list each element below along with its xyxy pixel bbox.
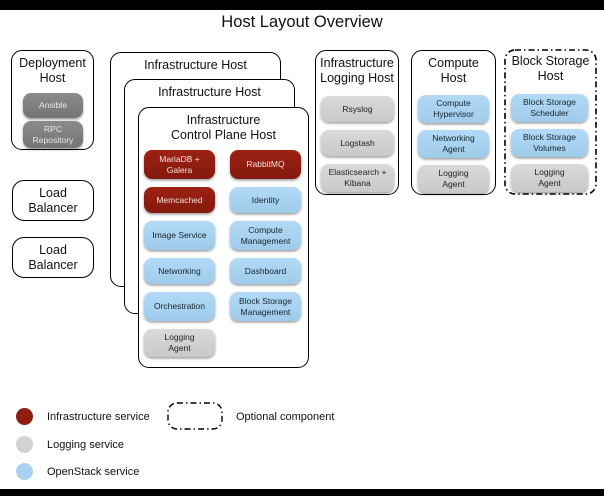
legend-label: Infrastructure service — [47, 410, 150, 423]
deployment-host-title: Deployment Host — [19, 56, 86, 85]
top-border-bar — [0, 0, 604, 10]
service-logging-agent: Logging Agent — [144, 329, 215, 357]
service-orchestration: Orchestration — [144, 292, 215, 321]
service-block-storage-management: Block Storage Management — [230, 292, 301, 321]
service-networking: Networking — [144, 258, 215, 284]
legend-label-optional: Optional component — [236, 411, 335, 423]
service-identity: Identity — [230, 187, 301, 213]
logging-host-services: Rsyslog Logstash Elasticsearch + Kibana — [321, 96, 394, 192]
block-storage-services: Block Storage Scheduler Block Storage Vo… — [511, 94, 588, 192]
service-rsyslog: Rsyslog — [321, 96, 394, 122]
load-balancer-box-2: Load Balancer — [12, 237, 94, 278]
optional-component-swatch — [167, 402, 223, 430]
logging-service-swatch — [16, 436, 33, 453]
infrastructure-service-swatch — [16, 408, 33, 425]
diagram-title: Host Layout Overview — [221, 13, 383, 31]
service-compute-hypervisor: Compute Hypervisor — [418, 95, 489, 123]
compute-host-title: Compute Host — [428, 56, 479, 85]
service-rabbitmq: RabbitMQ — [230, 150, 301, 179]
control-plane-host-box: Infrastructure Control Plane Host MariaD… — [138, 107, 309, 368]
load-balancer-title: Load Balancer — [28, 185, 78, 215]
service-mariadb-galera: MariaDB + Galera — [144, 150, 215, 179]
compute-host-services: Compute Hypervisor Networking Agent Logg… — [418, 95, 489, 193]
service-dashboard: Dashboard — [230, 258, 301, 284]
service-logstash: Logstash — [321, 130, 394, 156]
load-balancer-title: Load Balancer — [28, 242, 78, 272]
control-plane-services: MariaDB + Galera RabbitMQ Memcached Iden… — [144, 150, 301, 357]
dash-dot-border — [504, 49, 597, 195]
block-storage-host-box: Block Storage Host Block Storage Schedul… — [504, 49, 597, 195]
service-logging-agent: Logging Agent — [511, 164, 588, 192]
legend-item-infrastructure: Infrastructure service — [16, 408, 150, 425]
block-storage-host-title: Block Storage Host — [511, 54, 590, 83]
service-memcached: Memcached — [144, 187, 215, 213]
service-networking-agent: Networking Agent — [418, 130, 489, 158]
load-balancer-box-1: Load Balancer — [12, 180, 94, 221]
service-logging-agent: Logging Agent — [418, 165, 489, 193]
service-ansible: Ansible — [23, 93, 83, 118]
deployment-services: Ansible RPC Repository — [23, 93, 83, 148]
control-plane-host-title: Infrastructure Control Plane Host — [171, 113, 276, 142]
legend-label: OpenStack service — [47, 465, 140, 478]
infrastructure-host-title: Infrastructure Host — [144, 58, 247, 72]
logging-host-box: Infrastructure Logging Host Rsyslog Logs… — [315, 50, 399, 195]
openstack-service-swatch — [16, 463, 33, 480]
logging-host-title: Infrastructure Logging Host — [320, 56, 394, 85]
legend-item-logging: Logging service — [16, 436, 124, 453]
service-image-service: Image Service — [144, 221, 215, 250]
service-elasticsearch-kibana: Elasticsearch + Kibana — [321, 164, 394, 192]
deployment-host-box: Deployment Host Ansible RPC Repository — [11, 50, 94, 150]
legend-item-openstack: OpenStack service — [16, 463, 139, 480]
infrastructure-host-title: Infrastructure Host — [158, 85, 261, 99]
bottom-border-bar — [0, 489, 604, 496]
service-compute-management: Compute Management — [230, 221, 301, 250]
service-block-storage-scheduler: Block Storage Scheduler — [511, 94, 588, 122]
service-block-storage-volumes: Block Storage Volumes — [511, 129, 588, 157]
compute-host-box: Compute Host Compute Hypervisor Networki… — [411, 50, 496, 195]
legend-label: Logging service — [47, 438, 125, 451]
service-rpc-repository: RPC Repository — [23, 121, 83, 148]
